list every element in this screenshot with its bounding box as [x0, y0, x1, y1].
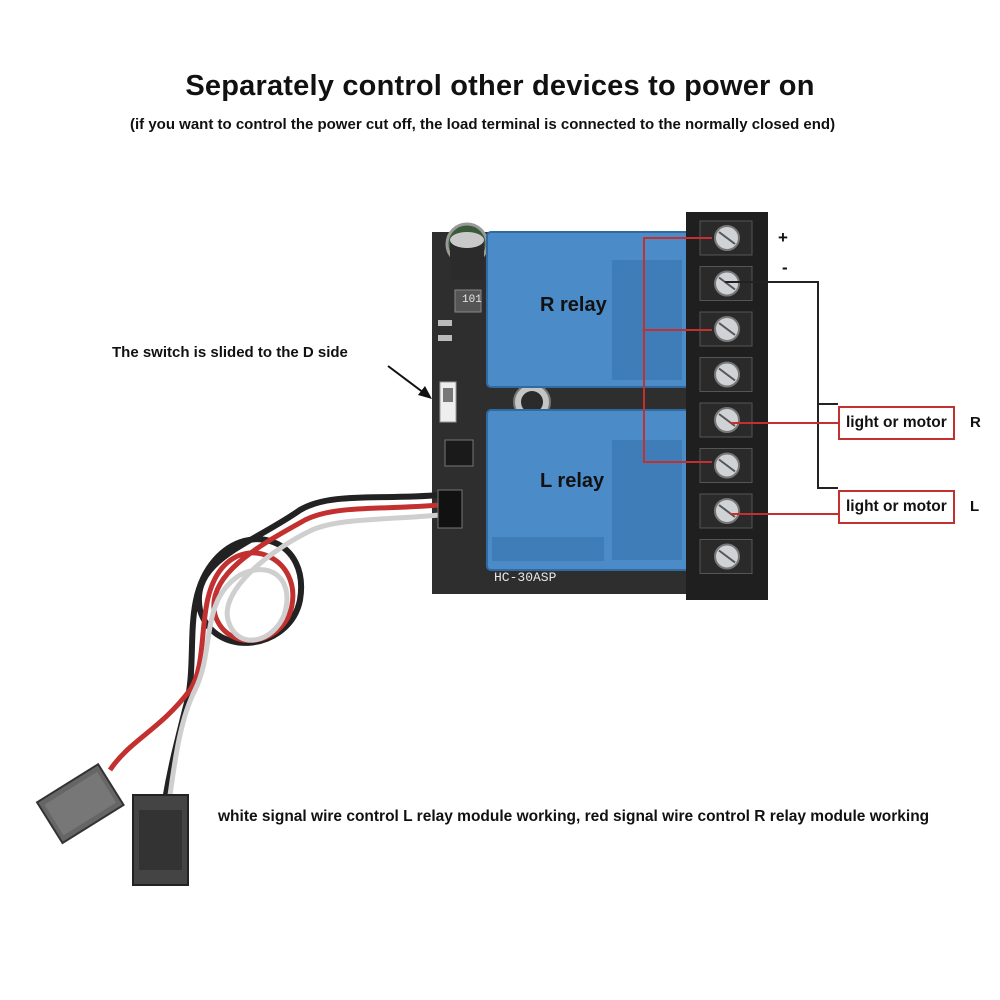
screw-slot — [718, 231, 736, 245]
load-side-r: R — [970, 414, 981, 431]
load-label-l: light or motor — [846, 498, 947, 515]
wire-minus — [725, 281, 838, 489]
inductor — [454, 289, 482, 313]
screw-slot — [718, 458, 736, 473]
plug-left — [35, 762, 125, 845]
signal-wire-note: white signal wire control L relay module… — [218, 808, 930, 825]
plug-right — [132, 794, 189, 886]
part-label: 101 — [462, 294, 482, 306]
wire-plus-bus-2 — [643, 330, 712, 463]
ic-chip — [444, 439, 474, 467]
load-side-l: L — [970, 498, 980, 515]
screw-slot — [718, 549, 736, 564]
cable-white — [167, 512, 441, 796]
page-title: Separately control other devices to powe… — [185, 70, 815, 102]
cable-red — [107, 502, 441, 772]
load-box-r: light or motor — [838, 406, 955, 440]
load-box-l: light or motor — [838, 490, 955, 524]
screw-slot — [718, 276, 736, 291]
board-model-label: HC-30ASP — [494, 570, 557, 585]
relay-r-label: R relay — [540, 294, 607, 316]
load-label-r: light or motor — [846, 414, 947, 431]
page-subtitle: (if you want to control the power cut of… — [130, 116, 836, 133]
relay-l-label: L relay — [540, 470, 605, 492]
switch-note: The switch is slided to the D side — [112, 344, 348, 361]
plus-sign: + — [778, 228, 788, 247]
minus-sign: - — [782, 258, 788, 277]
screw-slot — [718, 322, 736, 336]
screw-slot — [718, 367, 736, 382]
wire-plus-bus — [643, 237, 712, 331]
